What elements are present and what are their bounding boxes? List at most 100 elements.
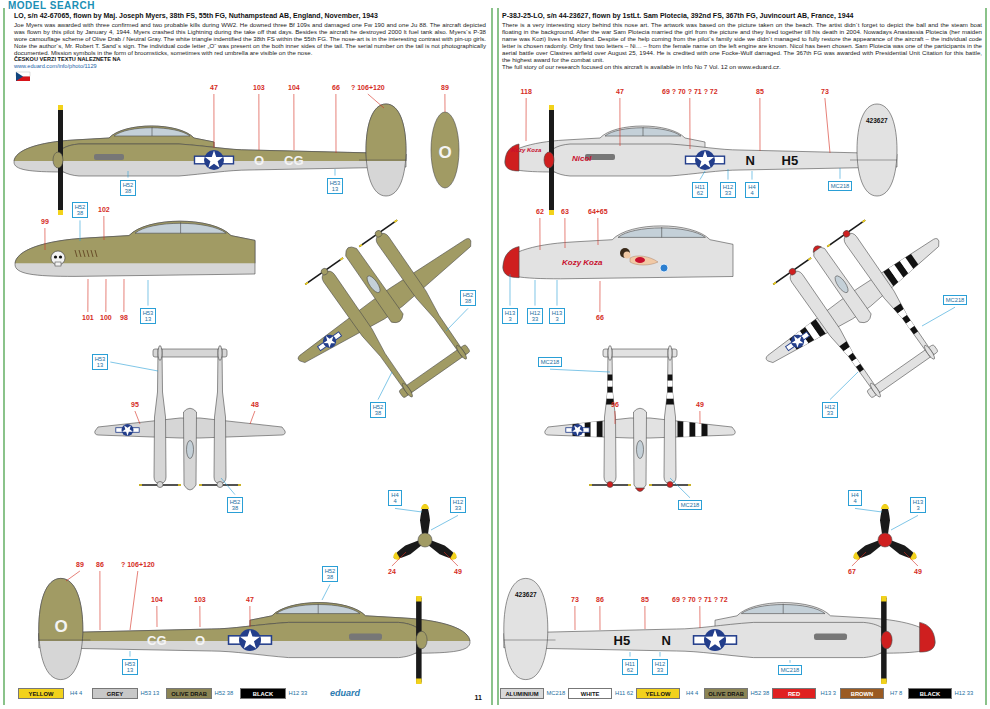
paint-code-box: H13 3 [549, 308, 566, 325]
leader-line [599, 281, 600, 312]
leader-line [564, 218, 565, 248]
leader-line [670, 478, 690, 498]
hair [620, 248, 630, 258]
paint-code-box: H52 38 [227, 497, 244, 514]
national-insignia [686, 150, 725, 170]
paint-code: H52 38 [463, 292, 474, 305]
callout-number: 86 [96, 561, 104, 569]
paint-code: H52 38 [325, 568, 336, 581]
paint-code: MC218 [946, 297, 965, 303]
colour-name: ALUMINIUM [505, 691, 538, 697]
tail-plane [867, 344, 939, 398]
leader-line [123, 279, 124, 312]
leader-line [727, 169, 728, 180]
propeller-blade [391, 539, 422, 563]
colour-name: OLIVE DRAB [708, 691, 744, 697]
spinner [374, 229, 383, 238]
blade [428, 539, 459, 563]
callout-number: ? 106+120 [121, 561, 155, 569]
callout-number: 69 ? 70 ? 71 ? 72 [672, 596, 728, 604]
insignia-star [696, 151, 714, 168]
leader-line [147, 280, 148, 306]
colour-name: GREY [107, 691, 123, 697]
leader-line [392, 552, 406, 566]
callout-number: 102 [98, 206, 110, 214]
blade [851, 539, 882, 563]
leader-line [699, 411, 700, 424]
propeller-tip [58, 105, 63, 110]
red-nose [811, 244, 821, 253]
paint-code-box: H12 33 [450, 497, 467, 514]
paint-code-box: MC218 [678, 500, 703, 510]
canopy [637, 441, 644, 459]
engine-boom [664, 349, 676, 484]
leader-line [840, 168, 841, 179]
paint-code: H4 4 [391, 492, 398, 505]
national-insignia [694, 629, 737, 651]
code-letter: O [55, 618, 68, 635]
callout-number: 100 [100, 314, 112, 322]
tail-plane [504, 640, 556, 641]
propeller-tip [628, 484, 631, 486]
leader-line [614, 411, 615, 424]
invasion-stripe [663, 381, 677, 387]
text-column: LO, s/n 42-67065, flown by Maj. Joseph M… [14, 12, 486, 70]
insignia-bar [786, 332, 810, 351]
leader-line [250, 411, 255, 424]
propeller-tip [58, 210, 63, 215]
turbo-intake [349, 633, 382, 640]
colour-name: YELLOW [646, 691, 671, 697]
paint-code-box: H4 4 [848, 490, 861, 507]
paint-code: H52 38 [215, 690, 234, 697]
tail-fin [455, 344, 468, 360]
paint-code: H13 3 [552, 310, 563, 323]
paint-code: H12 33 [453, 499, 464, 512]
invasion-stripes [837, 301, 923, 375]
blade [880, 504, 890, 534]
canopy-frame [152, 127, 153, 136]
propeller-blade [773, 258, 811, 284]
invasion-stripe [603, 387, 617, 393]
paint-code-box: H4 4 [745, 182, 758, 199]
paint-code: H53 13 [125, 661, 136, 674]
callout-number: 101 [82, 314, 94, 322]
flag-blue [16, 72, 23, 81]
propeller-blade [305, 258, 343, 284]
paint-code-box: H11 62 [622, 659, 638, 676]
tail-fin [401, 382, 414, 398]
czech-flag [16, 72, 30, 81]
canopy [114, 128, 190, 136]
callout-number: 73 [821, 88, 829, 96]
insignia-disc [788, 332, 806, 350]
paint-code: MC218 [541, 359, 560, 365]
tail-fin [39, 578, 83, 641]
invasion-stripe [603, 375, 617, 381]
code-letter: N [746, 154, 755, 167]
spinner [217, 482, 223, 488]
blade [888, 539, 919, 563]
aircraft-side-view [14, 104, 406, 215]
tail-plane [359, 160, 406, 161]
paint-code: H52 38 [373, 404, 384, 417]
skull-jaw [55, 262, 61, 266]
paint-code: MC218 [831, 183, 850, 189]
code-letter: N [662, 634, 671, 647]
leader-line [630, 652, 631, 657]
tail-fin [158, 346, 162, 361]
invasion-stripes [573, 414, 708, 442]
text-column: P-38J-25-LO, s/n 44-23627, flown by 1stL… [502, 12, 982, 70]
tail-fin [218, 346, 222, 361]
insignia-star [240, 630, 260, 649]
propeller-tip [305, 283, 308, 285]
tail-fin [366, 104, 406, 161]
propeller-tip [852, 552, 861, 562]
propeller-blade [880, 504, 890, 534]
canopy [605, 128, 681, 136]
paint-code: H4 4 [70, 690, 82, 697]
mission-symbol [87, 250, 89, 257]
leader-line [659, 652, 660, 657]
propeller-tip [394, 220, 397, 222]
engine-boom [154, 349, 166, 484]
aircraft-plan-view [95, 346, 285, 491]
